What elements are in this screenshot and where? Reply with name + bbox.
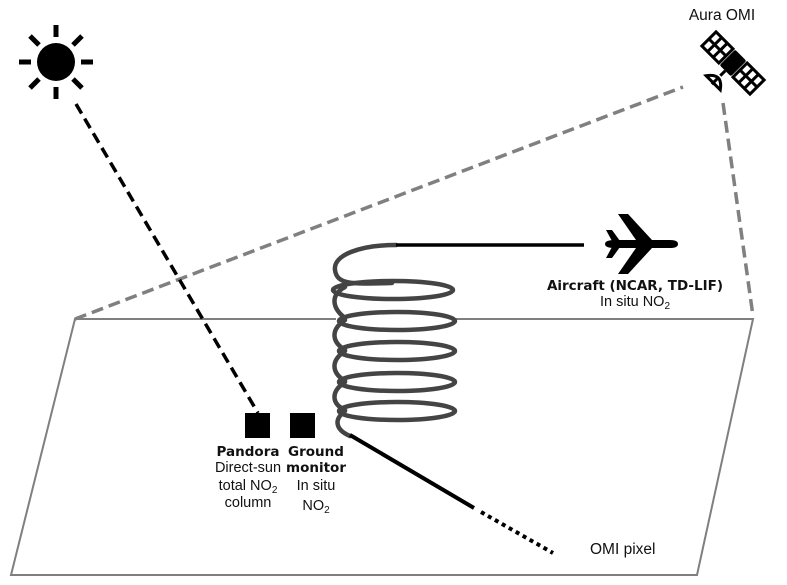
ground-monitor-label: Ground monitor In situ NO2 (280, 444, 352, 515)
flight-path-descent (348, 433, 476, 510)
sun-icon (19, 25, 93, 99)
ground-monitor-line2: NO2 (302, 497, 330, 516)
ground-monitor-instrument (290, 413, 315, 438)
aircraft-title: Aircraft (NCAR, TD-LIF) (546, 278, 724, 294)
airplane-icon (605, 214, 678, 274)
pandora-instrument (245, 413, 270, 438)
sun-ray-line (74, 103, 260, 414)
aircraft-desc: In situ NO2 (599, 294, 671, 313)
pandora-line2: total NO2 (218, 477, 278, 496)
pandora-line1: Direct-sun (214, 460, 282, 477)
ground-monitor-title-1: Ground (288, 444, 344, 460)
omi-pixel-label: OMI pixel (590, 541, 656, 558)
omi-pixel-footprint (9, 318, 755, 576)
aircraft-spiral (330, 242, 458, 439)
pandora-line3: column (224, 494, 272, 511)
ground-monitor-title-2: monitor (286, 460, 346, 477)
flight-path-descent-dotted (480, 510, 554, 555)
satellite-view-line-left (74, 85, 684, 321)
footprint-gap-mask (336, 314, 456, 324)
aircraft-label: Aircraft (NCAR, TD-LIF) In situ NO2 (535, 278, 735, 312)
pandora-title: Pandora (216, 444, 280, 460)
satellite-icon (699, 29, 767, 97)
pandora-label: Pandora Direct-sun total NO2 column (199, 444, 297, 512)
satellite-label: Aura OMI (688, 7, 756, 24)
ground-monitor-line1: In situ (296, 478, 336, 495)
